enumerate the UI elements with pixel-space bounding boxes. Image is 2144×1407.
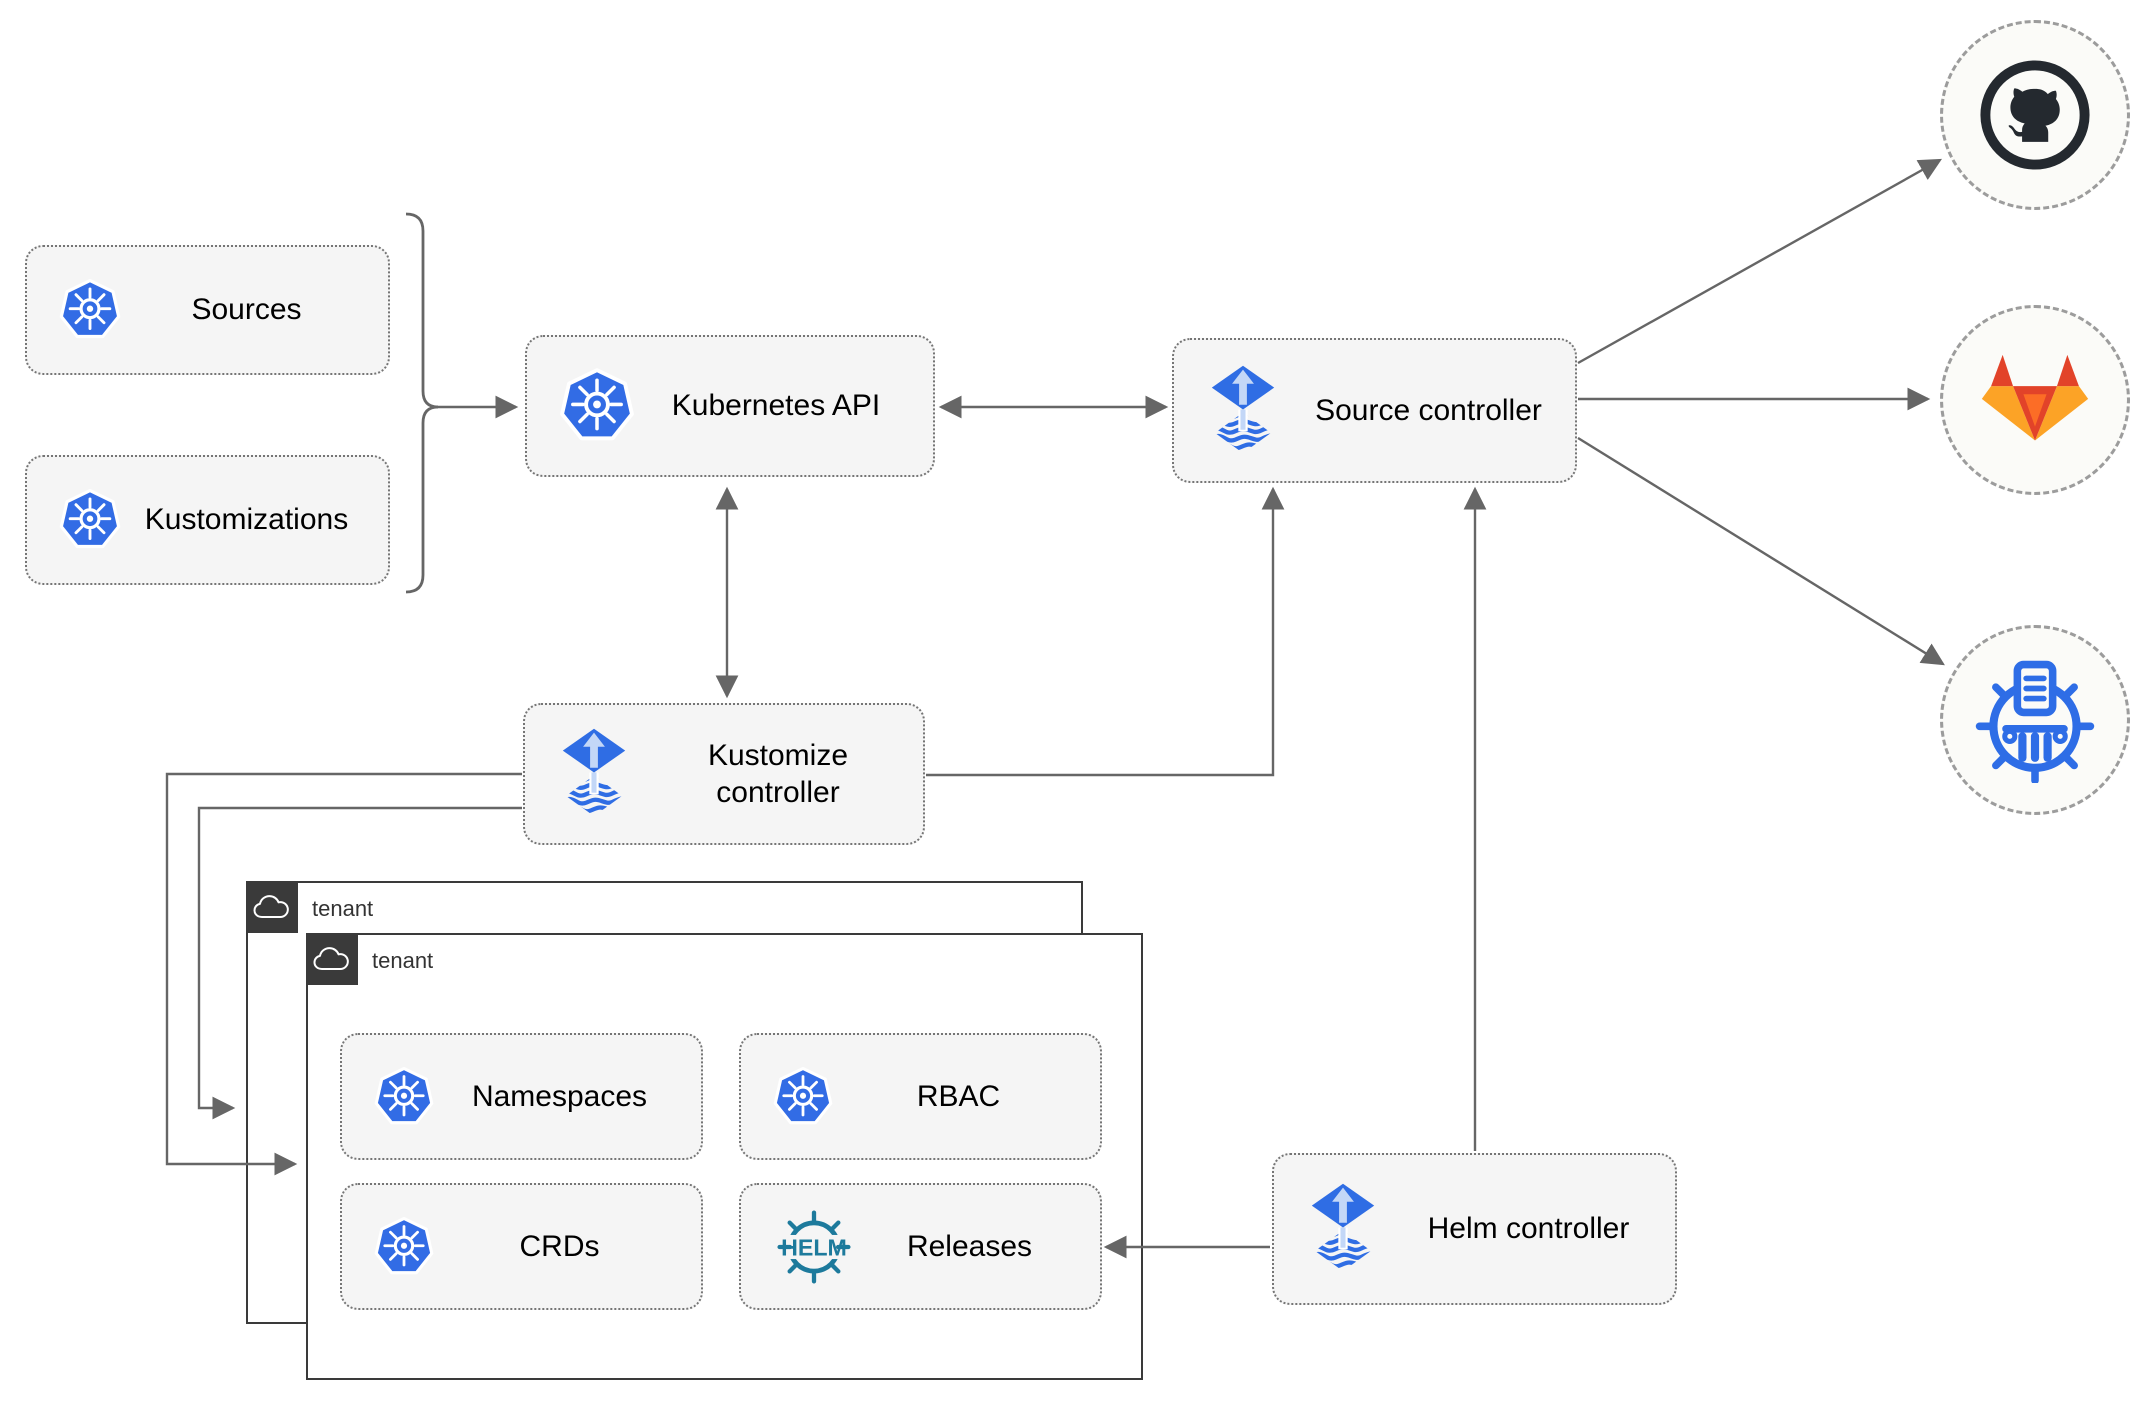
github-icon <box>1980 60 2090 170</box>
node-label: Sources <box>191 293 302 327</box>
node-label: Kustomize controller <box>707 738 849 810</box>
kubernetes-api-box: Kubernetes API <box>525 335 935 477</box>
edge-source-to-chartmuseum <box>1577 436 1945 666</box>
node-label: Helm controller <box>1427 1212 1630 1246</box>
helm-icon: HELM <box>771 1204 857 1290</box>
tenant-label: tenant <box>312 896 374 921</box>
node-label: Source controller <box>1315 393 1542 427</box>
crds-box: CRDs <box>340 1183 703 1310</box>
node-label: Releases <box>906 1229 1033 1263</box>
github-circle <box>1940 20 2130 210</box>
cloud-icon <box>313 947 349 970</box>
node-label: RBAC <box>916 1079 1001 1113</box>
chartmuseum-circle <box>1940 625 2130 815</box>
kubernetes-icon <box>57 488 123 552</box>
kustomize-controller-box: Kustomize controller <box>523 703 925 845</box>
chartmuseum-icon <box>1975 660 2095 783</box>
sources-box: Sources <box>25 245 390 375</box>
gitlab-icon <box>1981 354 2089 441</box>
flux-icon <box>555 727 633 821</box>
kubernetes-icon <box>372 1216 436 1278</box>
releases-box: HELM Releases <box>739 1183 1102 1310</box>
source-controller-box: Source controller <box>1172 338 1577 483</box>
tenant-tag <box>246 881 298 933</box>
node-label: Kustomizations <box>144 503 349 537</box>
kubernetes-icon <box>57 278 123 342</box>
flux-icon <box>1304 1182 1382 1276</box>
helm-logo-text: HELM <box>781 1234 847 1260</box>
rbac-box: RBAC <box>739 1033 1102 1160</box>
edge-source-to-github <box>1577 158 1942 365</box>
node-label: Kubernetes API <box>671 389 881 423</box>
tenant-tag <box>306 933 358 985</box>
kustomizations-box: Kustomizations <box>25 455 390 585</box>
helm-controller-box: Helm controller <box>1272 1153 1677 1305</box>
kubernetes-icon <box>372 1066 436 1128</box>
namespaces-box: Namespaces <box>340 1033 703 1160</box>
bracket-sources-group <box>405 405 439 594</box>
tenant-label: tenant <box>372 948 434 973</box>
node-label: Namespaces <box>471 1079 648 1113</box>
cloud-icon <box>253 895 289 918</box>
gitlab-circle <box>1940 305 2130 495</box>
kubernetes-icon <box>771 1066 835 1128</box>
edge-kustomize-to-source <box>926 486 1285 777</box>
bracket-sources-group <box>405 212 439 409</box>
node-label: CRDs <box>519 1229 600 1263</box>
kubernetes-icon <box>557 367 637 445</box>
flux-icon <box>1204 364 1282 458</box>
